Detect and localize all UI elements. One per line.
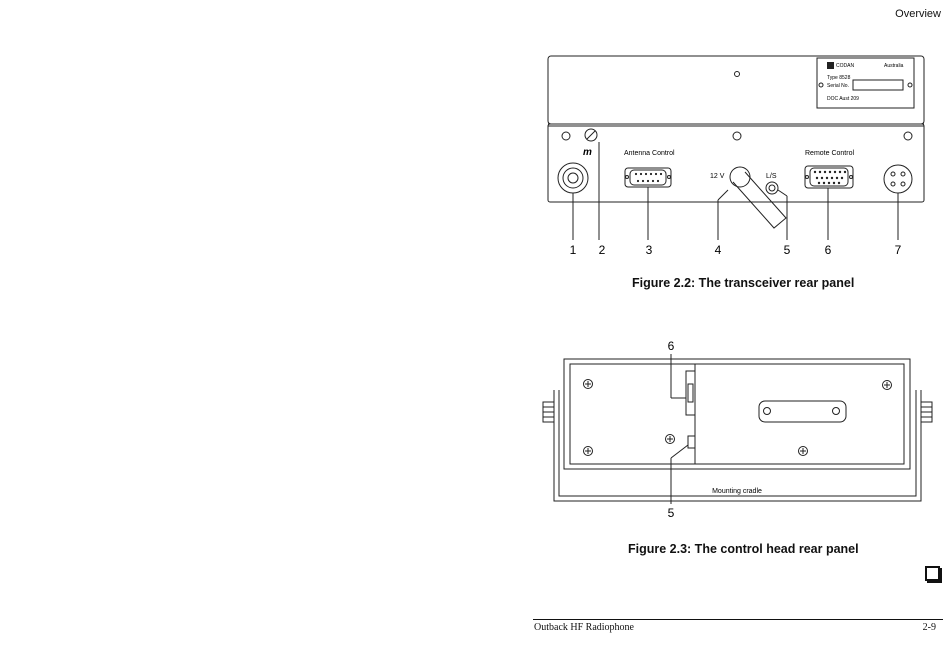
speaker-socket-icon [765, 181, 779, 195]
screw-icon [882, 380, 892, 390]
end-of-section-box-icon [925, 566, 940, 581]
figure-2-2-caption: Figure 2.2: The transceiver rear panel [632, 276, 855, 290]
transceiver-rear-panel-diagram: CODAN Australia Type 8528 Serial No. DOC… [547, 55, 925, 257]
callout-number: 3 [646, 243, 653, 257]
rear-panel-body [547, 123, 925, 203]
power-label: 12 V [710, 173, 725, 180]
plate-country: Australia [884, 63, 904, 69]
screw-icon [561, 131, 571, 141]
indicator-hole-icon [734, 71, 740, 77]
callout-number: 6 [668, 339, 675, 353]
control-head-rear-panel-diagram: Mounting cradle 6 5 [542, 339, 933, 520]
control-head-small-connector-icon [687, 435, 696, 449]
callout-number: 7 [895, 243, 902, 257]
oval-mounting-plate [758, 400, 847, 423]
plate-doc: DOC Aust 209 [827, 96, 859, 102]
screw-icon [903, 131, 913, 141]
control-head-connector-icon [685, 370, 696, 416]
remote-control-label: Remote Control [805, 150, 854, 157]
footer-divider [533, 619, 943, 620]
power-socket-icon [729, 166, 751, 188]
four-pin-connector-icon [883, 164, 913, 194]
earth-symbol: m [583, 147, 592, 158]
rating-plate [816, 57, 915, 109]
screw-icon [665, 434, 675, 444]
codan-logo-icon [827, 62, 834, 69]
plate-serial-label: Serial No. [827, 83, 849, 89]
earth-terminal-icon [584, 128, 598, 142]
antenna-control-label: Antenna Control [624, 150, 675, 157]
screw-icon [798, 446, 808, 456]
screw-icon [732, 131, 742, 141]
callout-number: 5 [668, 506, 675, 520]
power-cable-icon [732, 171, 787, 229]
callout-number: 4 [715, 243, 722, 257]
callout-number: 2 [599, 243, 606, 257]
figure-2-3-caption: Figure 2.3: The control head rear panel [628, 542, 859, 556]
page-section-title: Overview [895, 8, 941, 20]
callout-number: 1 [570, 243, 577, 257]
screw-icon [583, 379, 593, 389]
footer-product-name: Outback HF Radiophone [534, 622, 634, 633]
remote-control-connector-icon [804, 165, 854, 189]
callout-number: 6 [825, 243, 832, 257]
screw-icon [583, 446, 593, 456]
plate-brand: CODAN [836, 63, 854, 69]
plate-type: Type 8528 [827, 75, 851, 81]
serial-number-box [852, 79, 904, 91]
control-head-housing [563, 358, 911, 470]
speaker-label: L/S [766, 173, 777, 180]
mounting-cradle [553, 390, 922, 502]
mounting-cradle-label: Mounting cradle [712, 488, 762, 495]
callout-number: 5 [784, 243, 791, 257]
footer-page-number: 2-9 [922, 622, 936, 633]
